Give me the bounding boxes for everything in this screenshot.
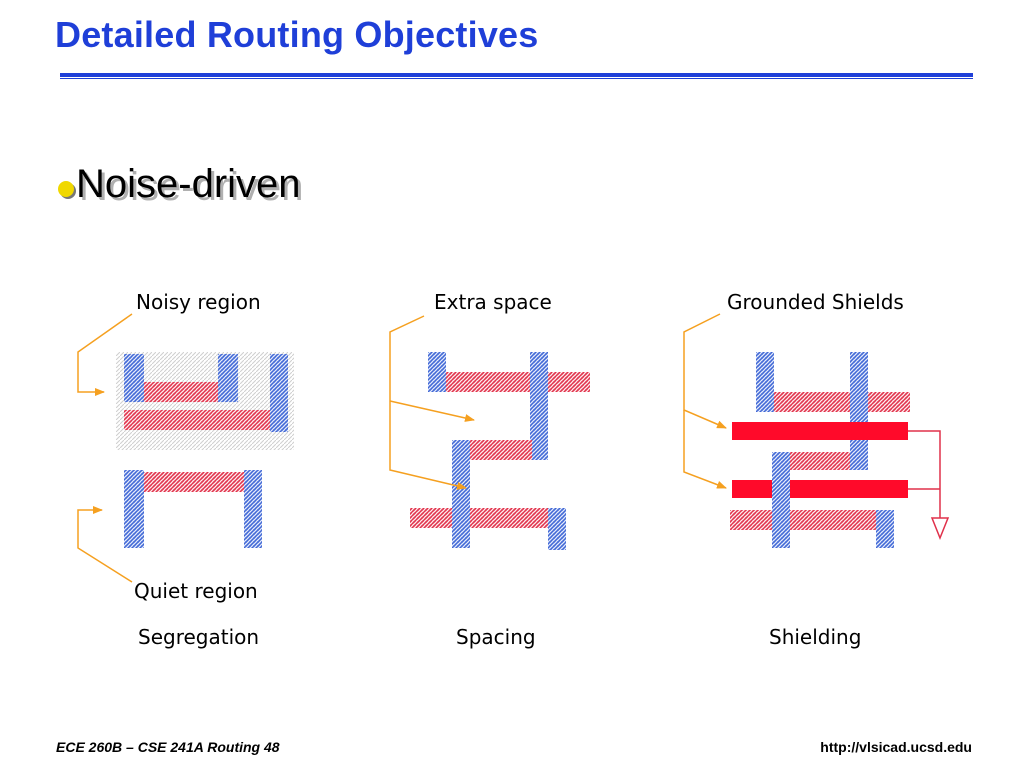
arrow-grounded-shield-bottom: [683, 410, 727, 489]
title-underline-thin: [60, 78, 973, 79]
footer-course: ECE 260B – CSE 241A Routing 48: [56, 739, 280, 755]
blue-wire: [876, 510, 894, 548]
red-wire: [142, 472, 246, 492]
ground-symbol-icon: [930, 517, 950, 541]
red-wire: [774, 392, 910, 412]
caption-shielding: Shielding: [769, 625, 862, 649]
arrow-noisy-region: [77, 313, 133, 396]
caption-spacing: Spacing: [456, 625, 536, 649]
red-wire: [444, 372, 590, 392]
arrow-extra-space: [389, 400, 475, 422]
caption-segregation: Segregation: [138, 625, 260, 649]
red-wire: [790, 452, 850, 470]
footer-url: http://vlsicad.ucsd.edu: [820, 739, 972, 755]
blue-wire: [124, 470, 144, 548]
shielding-diagram: [683, 313, 950, 548]
bullet-dot-icon: [58, 181, 74, 197]
blue-wire: [548, 508, 566, 550]
red-wire: [730, 510, 876, 530]
arrow-quiet-region: [77, 506, 133, 583]
label-grounded-shields: Grounded Shields: [727, 290, 904, 314]
red-wire: [124, 410, 274, 430]
blue-wire: [124, 354, 144, 402]
blue-wire: [850, 352, 868, 470]
slide-title: Detailed Routing Objectives: [55, 14, 539, 55]
blue-wire: [428, 352, 446, 392]
shield-ground-wire: [908, 430, 941, 518]
spacing-diagram: [389, 315, 590, 550]
blue-wire: [270, 354, 288, 432]
grounded-shield: [732, 422, 908, 440]
grounded-shield: [732, 480, 908, 498]
label-quiet-region: Quiet region: [134, 579, 258, 603]
blue-wire: [772, 452, 790, 548]
label-extra-space: Extra space: [434, 290, 552, 314]
bullet-text: Noise-driven: [76, 162, 301, 206]
label-noisy-region: Noisy region: [136, 290, 261, 314]
title-underline: [60, 73, 973, 77]
blue-wire: [756, 352, 774, 412]
blue-wire: [452, 440, 470, 548]
red-wire: [410, 508, 550, 528]
blue-wire: [218, 354, 238, 402]
segregation-diagram: [77, 313, 294, 583]
arrow-grounded-shield-top: [683, 313, 727, 429]
red-wire: [470, 440, 532, 460]
blue-wire: [244, 470, 262, 548]
red-wire: [142, 382, 220, 402]
blue-wire: [530, 352, 548, 460]
